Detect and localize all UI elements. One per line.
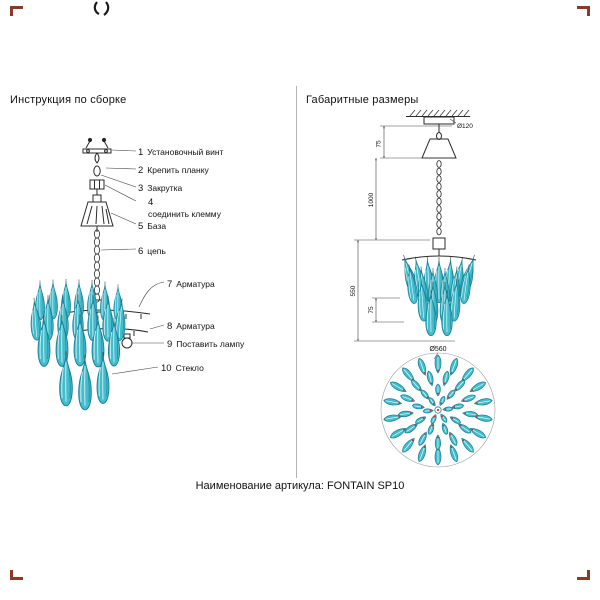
part-number: 2 bbox=[138, 165, 144, 176]
chain bbox=[436, 160, 442, 236]
dim-tier-offset: 75 bbox=[368, 306, 375, 314]
part-number: 5 bbox=[138, 221, 144, 232]
part-label-text: Арматура bbox=[176, 279, 215, 289]
part-item-4: 4 соединить клемму bbox=[138, 197, 221, 219]
bulb bbox=[121, 337, 133, 349]
right-panel-title: Габаритные размеры bbox=[306, 94, 419, 106]
part-number: 10 bbox=[161, 363, 172, 374]
part-item-5: 5 База bbox=[138, 221, 166, 232]
ceiling-plate bbox=[423, 116, 455, 125]
part-label-text: Закрутка bbox=[147, 183, 183, 193]
part-label-text: База bbox=[147, 221, 167, 231]
canopy bbox=[421, 138, 457, 159]
part-label-text: Крепить планку bbox=[147, 165, 209, 175]
print-mark bbox=[93, 1, 110, 16]
corner-mark-bottom-left bbox=[10, 570, 23, 580]
mounting-bracket bbox=[82, 137, 112, 164]
dim-canopy-height: 75 bbox=[376, 140, 383, 148]
terminal-block bbox=[89, 179, 105, 190]
part-label-text: Поставить лампу bbox=[176, 339, 245, 349]
part-number: 9 bbox=[167, 339, 173, 350]
top-view-mandala bbox=[380, 352, 496, 468]
dim-body-height: 550 bbox=[350, 285, 357, 296]
corner-mark-top-left bbox=[10, 6, 23, 16]
dim-chain-length: 1000 bbox=[368, 192, 375, 207]
part-number: 3 bbox=[138, 183, 144, 194]
part-item-2: 2 Крепить планку bbox=[138, 165, 209, 176]
part-item-9: 9 Поставить лампу bbox=[167, 339, 244, 350]
dimension-side-view bbox=[401, 109, 477, 261]
left-panel-title: Инструкция по сборке bbox=[10, 94, 127, 106]
swivel-link bbox=[93, 165, 101, 177]
glass-drops bbox=[28, 278, 128, 411]
part-number: 4 bbox=[148, 197, 154, 208]
part-item-1: 1 Установочный винт bbox=[138, 147, 223, 158]
part-label-text: цепь bbox=[147, 246, 166, 256]
callout-leader-lines bbox=[100, 149, 165, 375]
dim-body-diameter: Ø560 bbox=[429, 346, 446, 353]
part-item-6: 6 цепь bbox=[138, 246, 166, 257]
part-number: 6 bbox=[138, 246, 144, 257]
part-label-text: Стекло bbox=[175, 363, 204, 373]
part-number: 7 bbox=[167, 279, 173, 290]
chain bbox=[94, 229, 101, 303]
ceiling-hatch bbox=[406, 109, 470, 117]
dim-canopy-diameter: Ø120 bbox=[457, 123, 473, 130]
panel-divider bbox=[296, 86, 297, 478]
part-label-text: Установочный винт bbox=[147, 147, 224, 157]
part-number: 1 bbox=[138, 147, 144, 158]
hub bbox=[432, 237, 446, 250]
part-label-text: Арматура bbox=[176, 321, 215, 331]
part-item-7: 7 Арматура bbox=[167, 279, 215, 290]
part-number: 8 bbox=[167, 321, 173, 332]
arm-bar bbox=[401, 255, 477, 261]
canopy-base bbox=[80, 194, 114, 227]
article-name: Наименование артикула: FONTAIN SP10 bbox=[195, 480, 405, 492]
part-item-8: 8 Арматура bbox=[167, 321, 215, 332]
dimension-lines bbox=[354, 118, 457, 360]
corner-mark-bottom-right bbox=[577, 570, 590, 580]
lamp-socket bbox=[123, 333, 131, 339]
corner-mark-top-right bbox=[577, 6, 590, 16]
part-item-10: 10 Стекло bbox=[161, 363, 204, 374]
part-item-3: 3 Закрутка bbox=[138, 183, 182, 194]
glass-drops-side bbox=[398, 253, 480, 337]
part-label-text: соединить клемму bbox=[148, 209, 221, 219]
